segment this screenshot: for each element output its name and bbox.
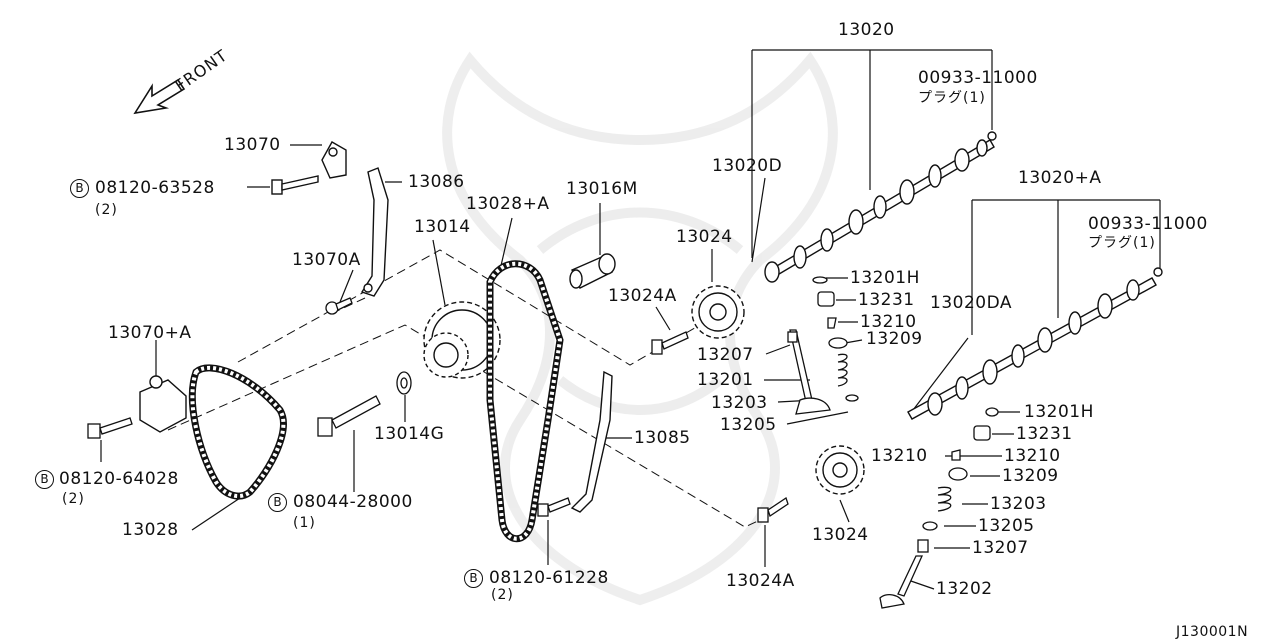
part-note-plug-a: プラグ(1)	[918, 90, 986, 106]
part-label-13203-a: 13203	[711, 393, 768, 413]
part-label-13231-a: 13231	[858, 290, 915, 310]
part-qty-08120-64028: (2)	[62, 491, 85, 507]
part-label-13070: 13070	[224, 135, 281, 155]
sprocket-13014	[423, 301, 501, 379]
part-label-13209-b: 13209	[1002, 466, 1059, 486]
part-label-08120-61228: 08120-61228	[489, 568, 609, 588]
part-label-08044-28000: 08044-28000	[293, 492, 413, 512]
part-label-13028: 13028	[122, 520, 179, 540]
part-label-13202: 13202	[936, 579, 993, 599]
valve-train-2	[879, 407, 999, 609]
bolt-08120-63528	[271, 175, 319, 195]
part-label-13020: 13020	[838, 20, 895, 40]
part-label-13024a-top: 13024A	[608, 286, 677, 306]
part-label-13205-a: 13205	[720, 415, 777, 435]
leader-lines	[100, 49, 1161, 590]
front-label: FRONT	[171, 45, 231, 95]
part-label-13016m: 13016M	[566, 179, 638, 199]
part-label-13210-b1: 13210	[871, 446, 928, 466]
camshaft-1	[764, 131, 997, 283]
part-label-13070plusa: 13070+A	[108, 323, 192, 343]
bolt-08120-61228	[537, 497, 571, 517]
part-qty-08120-61228: (2)	[491, 587, 514, 603]
part-note-plug-b: プラグ(1)	[1088, 235, 1156, 251]
part-label-13024-top: 13024	[676, 227, 733, 247]
tensioner-13070plusa	[139, 375, 187, 433]
bolt-08120-64028	[87, 417, 133, 439]
part-label-13085: 13085	[634, 428, 691, 448]
part-qty-08044-28000: (1)	[293, 515, 316, 531]
bolt-marker-icon: B	[70, 179, 89, 198]
bolt-08044-28000	[317, 395, 381, 437]
part-label-13014g: 13014G	[374, 424, 445, 444]
part-label-13209-a: 13209	[866, 329, 923, 349]
part-label-13210-b2: 13210	[1004, 446, 1061, 466]
timing-chain-13028a	[486, 260, 564, 543]
sprocket-13024-top	[691, 285, 745, 339]
part-label-13028plusa: 13028+A	[466, 194, 550, 214]
part-label-13203-b: 13203	[990, 494, 1047, 514]
part-label-13020plusa: 13020+A	[1018, 168, 1102, 188]
bolt-marker-icon: B	[268, 493, 287, 512]
figure-code: J130001N	[1176, 624, 1249, 640]
front-arrow-icon	[133, 78, 186, 115]
bolt-13024a-top	[651, 331, 689, 355]
part-label-13070a: 13070A	[292, 250, 361, 270]
camshaft-2	[907, 267, 1163, 420]
part-label-13210-a: 13210	[860, 312, 917, 332]
chain-guide-13086	[360, 167, 389, 297]
part-label-13201h-a: 13201H	[850, 268, 920, 288]
part-label-13207-b: 13207	[972, 538, 1029, 558]
part-label-00933-11000-b: 00933-11000	[1088, 214, 1208, 234]
part-label-13024a-bottom: 13024A	[726, 571, 795, 591]
part-label-13020d: 13020D	[712, 156, 783, 176]
sleeve-13016m	[569, 253, 616, 289]
chain-guide-13085	[570, 370, 613, 513]
bolt-13024a-bottom	[757, 496, 789, 523]
part-label-13231-b: 13231	[1016, 424, 1073, 444]
part-label-13201: 13201	[697, 370, 754, 390]
part-label-13014: 13014	[414, 217, 471, 237]
part-label-13024-bottom: 13024	[812, 525, 869, 545]
part-label-13207-a: 13207	[697, 345, 754, 365]
part-label-08120-64028: 08120-64028	[59, 469, 179, 489]
valve-train-1	[787, 276, 859, 415]
sprocket-13024-bottom	[815, 445, 865, 495]
bolt-13070a	[325, 297, 353, 315]
part-label-13205-b: 13205	[978, 516, 1035, 536]
timing-chain-13028	[188, 364, 287, 500]
part-label-08120-63528: 08120-63528	[95, 178, 215, 198]
bolt-marker-icon: B	[35, 470, 54, 489]
tensioner-bracket	[321, 141, 347, 179]
part-label-13201h-b: 13201H	[1024, 402, 1094, 422]
part-qty-08120-63528: (2)	[95, 202, 118, 218]
part-label-13020da: 13020DA	[930, 293, 1013, 313]
part-label-13086: 13086	[408, 172, 465, 192]
part-label-00933-11000-a: 00933-11000	[918, 68, 1038, 88]
bolt-marker-icon: B	[464, 569, 483, 588]
washer-13014g	[396, 371, 412, 395]
